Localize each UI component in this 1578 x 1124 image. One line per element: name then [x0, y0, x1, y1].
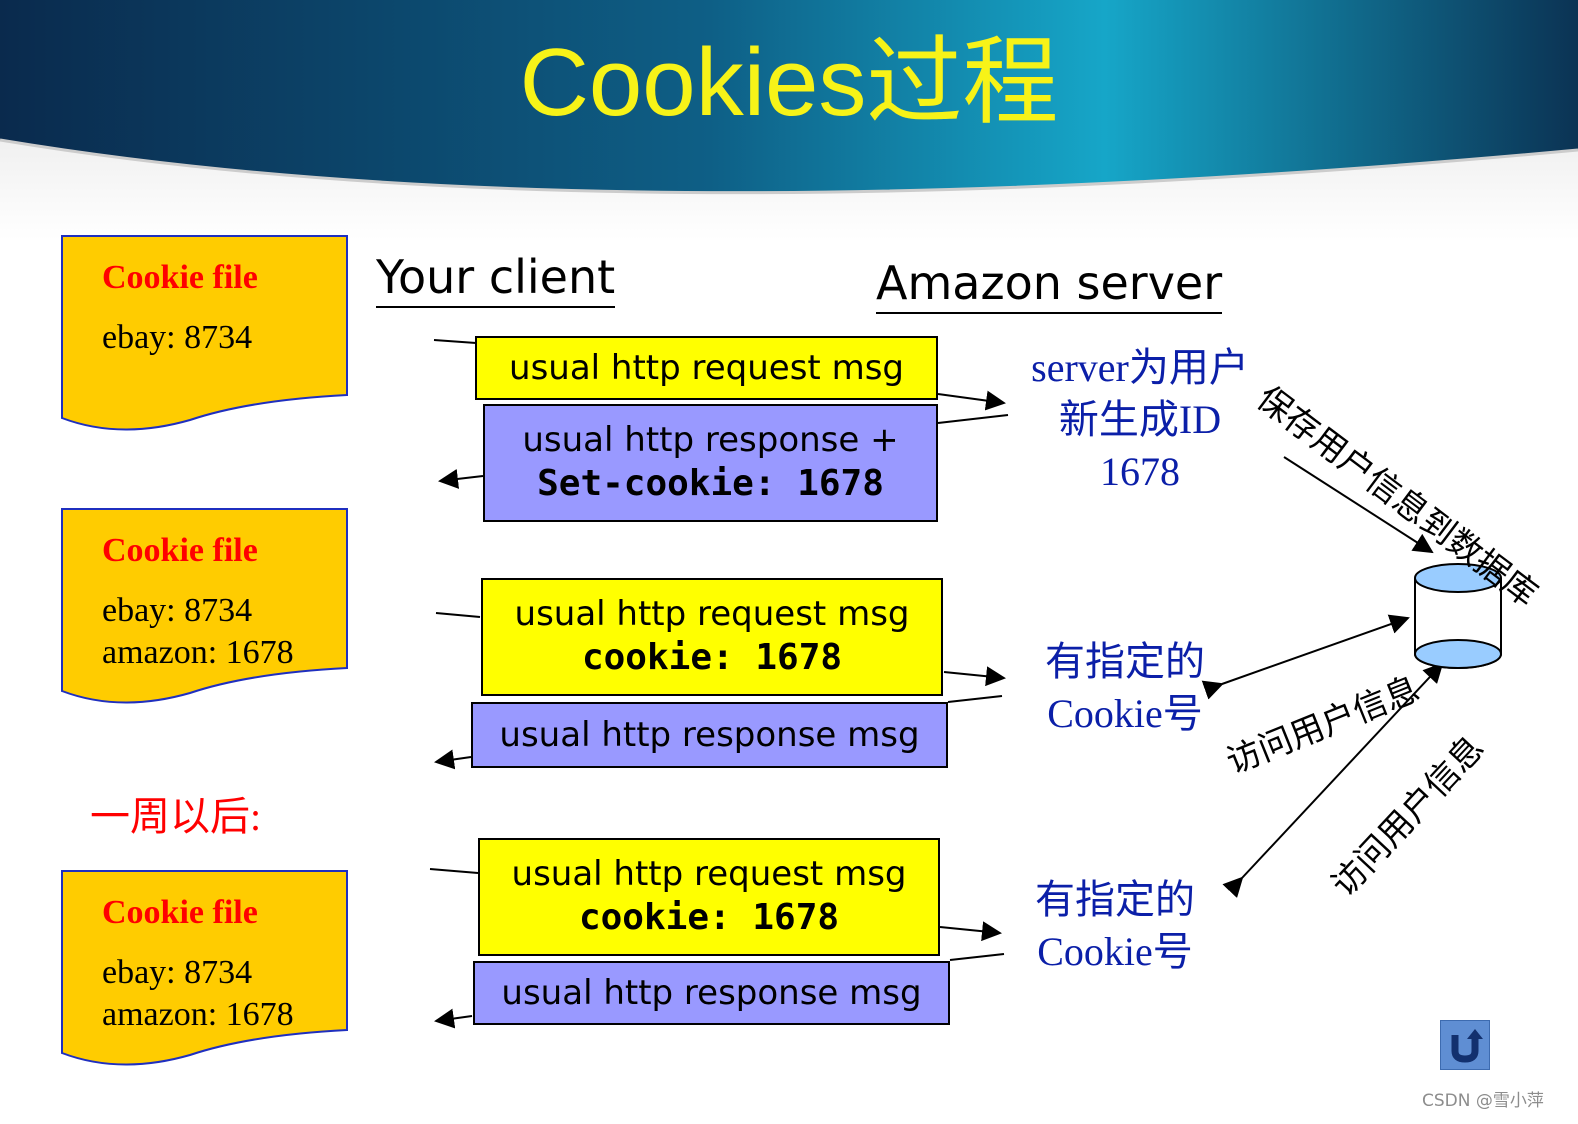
- http-response-box-1: usual http response + Set-cookie: 1678: [483, 404, 938, 522]
- response-arrow-3: [434, 1008, 473, 1029]
- request-arrow-3: [429, 868, 479, 874]
- server-note-2: 有指定的 Cookie号: [1030, 636, 1220, 740]
- server-note-1-line-3: 1678: [1100, 449, 1180, 494]
- watermark: CSDN @雪小萍: [1422, 1091, 1544, 1111]
- http-response-box-3: usual http response msg: [473, 961, 950, 1025]
- one-week-later-label: 一周以后:: [90, 794, 262, 839]
- server-note-3-line-2: Cookie号: [1037, 929, 1193, 974]
- request-arrow-2: [435, 612, 481, 618]
- cookie-file-3-line-2: amazon: 1678: [102, 996, 294, 1033]
- client-header: Your client: [376, 250, 616, 308]
- server-note-1-line-1: server为用户: [1031, 345, 1249, 390]
- return-button[interactable]: [1440, 1020, 1490, 1070]
- cookie-file-title-3: Cookie file: [102, 894, 258, 931]
- response-label-3: usual http response msg: [501, 973, 922, 1013]
- response-arrow-3-head: [949, 953, 1005, 961]
- request-label-1: usual http request msg: [509, 348, 904, 388]
- request-arrow-1-tail: [937, 390, 1006, 411]
- server-note-3-line-1: 有指定的: [1035, 877, 1195, 922]
- server-note-2-line-1: 有指定的: [1045, 639, 1205, 684]
- server-note-3: 有指定的 Cookie号: [1020, 874, 1210, 978]
- response-label-1: usual http response +: [522, 420, 899, 460]
- request-label-2: usual http request msg: [514, 594, 910, 634]
- save-to-db-arrow: [1283, 456, 1434, 554]
- http-request-box-2: usual http request msg cookie: 1678: [481, 578, 943, 696]
- http-request-box-3: usual http request msg cookie: 1678: [478, 838, 940, 956]
- cookie-file-shape-1: [61, 235, 348, 431]
- cookie-file-1-line-1: ebay: 8734: [102, 319, 253, 356]
- cookie-file-shape-3: [61, 870, 348, 1066]
- response-arrow-1: [438, 468, 484, 489]
- server-note-1: server为用户 新生成ID 1678: [1008, 342, 1272, 498]
- response-arrow-2-head: [947, 695, 1003, 703]
- http-request-box-1: usual http request msg: [475, 336, 938, 400]
- cookie-file-2-line-2: amazon: 1678: [102, 634, 294, 671]
- request-arrow-2-tail: [943, 666, 1006, 687]
- response-arrow-2: [434, 749, 472, 770]
- server-note-2-line-2: Cookie号: [1047, 691, 1203, 736]
- cookie-header-label-3: cookie: 1678: [578, 897, 840, 938]
- cookie-header-label-2: cookie: 1678: [581, 637, 843, 678]
- return-arrow-icon: [1451, 1029, 1483, 1063]
- cookie-file-3-line-1: ebay: 8734: [102, 954, 253, 991]
- cookie-file-title-2: Cookie file: [102, 532, 258, 569]
- cookie-file-2-line-1: ebay: 8734: [102, 592, 253, 629]
- set-cookie-label: Set-cookie: 1678: [537, 463, 884, 504]
- server-note-1-line-2: 新生成ID: [1058, 397, 1222, 442]
- http-response-box-2: usual http response msg: [471, 702, 948, 768]
- server-header: Amazon server: [876, 256, 1223, 314]
- request-label-3: usual http request msg: [511, 854, 907, 894]
- response-label-2: usual http response msg: [499, 715, 920, 755]
- slide-title: Cookies过程: [519, 29, 1059, 136]
- title-banner: [0, 0, 1578, 240]
- cookie-file-title-1: Cookie file: [102, 259, 258, 296]
- request-arrow-1: [433, 339, 477, 344]
- response-arrow-1-head: [937, 414, 1009, 424]
- access-db-arrow-2: [1222, 662, 1444, 898]
- cookie-file-shape-2: [61, 508, 348, 704]
- request-arrow-3-tail: [939, 921, 1002, 942]
- database-cylinder-icon: [1414, 563, 1502, 669]
